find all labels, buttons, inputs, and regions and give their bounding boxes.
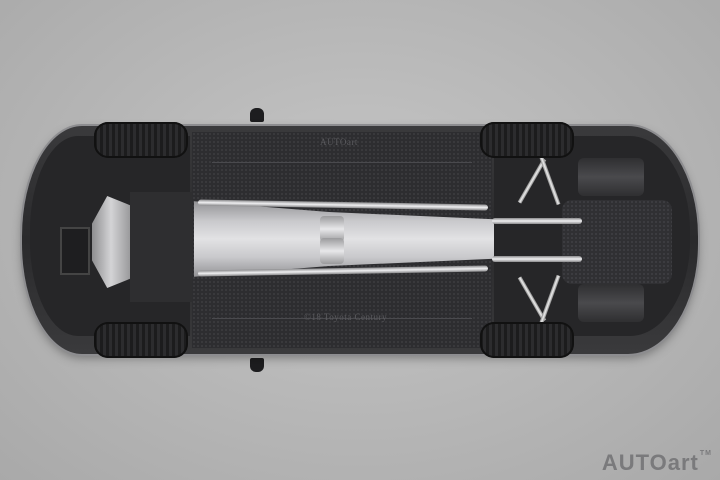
side-mirror-icon — [250, 358, 264, 372]
side-mirror-icon — [250, 108, 264, 122]
rear-exhaust-pipe — [492, 256, 582, 262]
rear-left-tire — [480, 122, 574, 158]
front-right-tire — [94, 322, 188, 358]
front-left-tire — [94, 122, 188, 158]
catalytic-converter — [320, 238, 344, 264]
chassis-emboss-brand: AUTOart — [320, 137, 358, 147]
catalytic-converter — [320, 216, 344, 242]
model-car-underside: AUTOart ©18 Toyota Century — [22, 108, 698, 372]
brand-logo-text: AUTOart — [601, 450, 699, 475]
rear-exhaust-pipe — [492, 218, 582, 224]
chassis-emboss-model: ©18 Toyota Century — [304, 312, 388, 322]
spare-tire-well — [562, 200, 672, 284]
muffler — [578, 158, 644, 196]
brand-logo: AUTOartTM — [602, 450, 712, 476]
rear-right-tire — [480, 322, 574, 358]
trademark-symbol: TM — [699, 450, 712, 457]
muffler — [578, 284, 644, 322]
front-grille — [60, 227, 90, 275]
